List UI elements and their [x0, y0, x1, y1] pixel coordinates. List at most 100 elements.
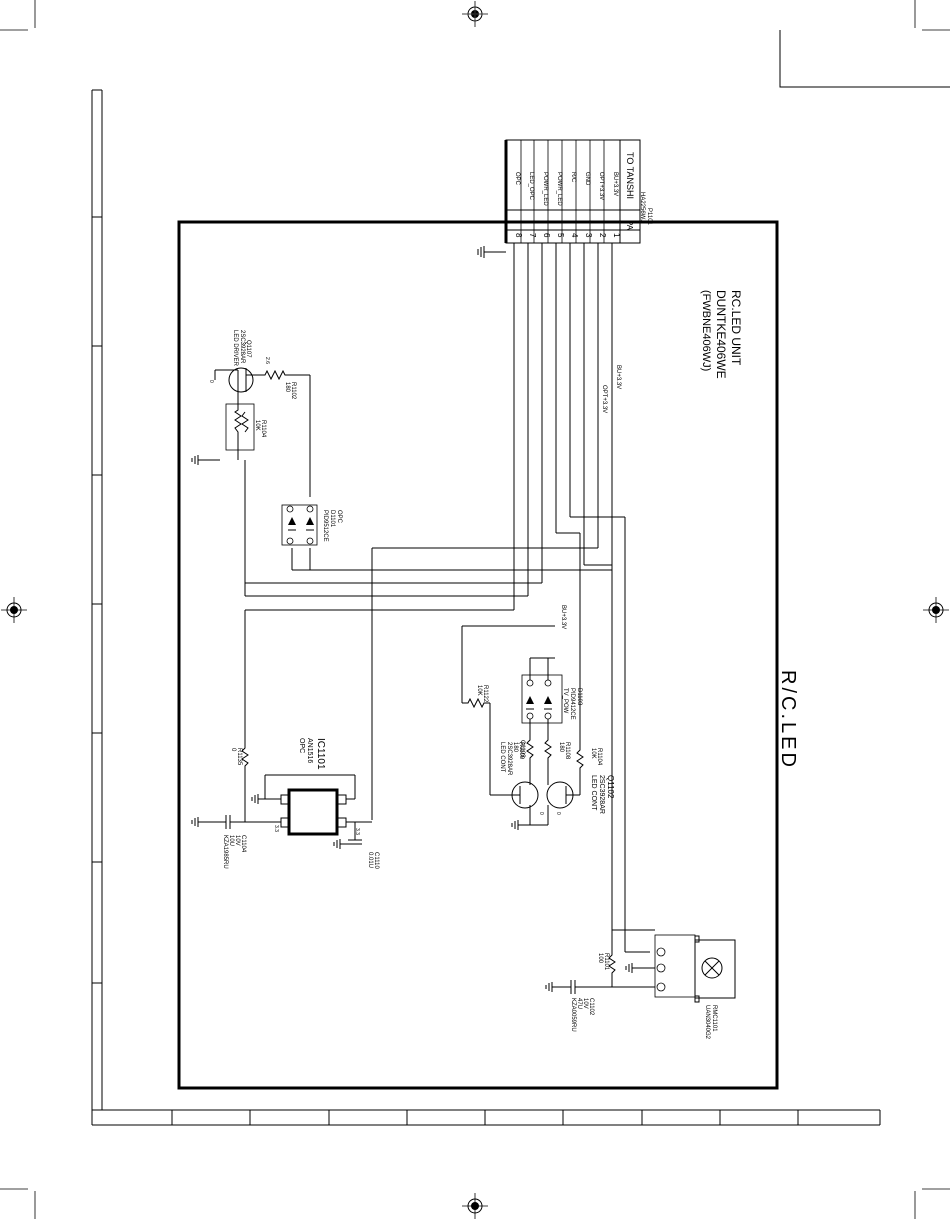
component-part: 2SC3928AR	[598, 775, 605, 814]
registration-target-icon	[1, 597, 27, 623]
pin-number: 7	[528, 233, 537, 238]
unit-board-outline	[177, 220, 779, 1090]
component-part: PID9412CE	[569, 688, 575, 720]
component-ref: R1135	[236, 748, 242, 766]
component-desc: TV_POW	[562, 688, 568, 714]
connector-ref: P1101	[646, 208, 652, 226]
component-ref: R1101	[603, 953, 609, 971]
connector-p1101: P1101 HA2256WJ TO TANSHI PA BU+3.3V OPT+…	[504, 139, 652, 244]
ir-receiver-rmc1101: RMC1101 UAN3040G2	[650, 929, 736, 1040]
pin-voltage: 0	[538, 812, 544, 815]
net-label-bu2: BU+3.3V	[560, 605, 566, 629]
component-ref: R1108	[564, 742, 570, 760]
resistor-r1135: R1135 0	[230, 745, 249, 822]
component-ref: Q1102	[606, 775, 615, 799]
pin-number: 1	[612, 233, 621, 238]
component-desc: LED CONT	[590, 775, 597, 811]
pin-signal: LED_OPC	[528, 172, 534, 201]
ground-icon	[511, 820, 530, 830]
pin-number: 5	[556, 233, 565, 238]
ic-ic1101: IC1101 AN1516 OPC	[245, 738, 372, 836]
page-title: R/C.LED	[777, 670, 799, 770]
pin-number: 4	[570, 233, 579, 238]
registration-target-icon	[923, 597, 949, 623]
pin-voltage: 2.6	[264, 357, 270, 364]
component-ref: R1109	[518, 742, 524, 760]
resistor-r1108: R1108 180	[544, 719, 570, 780]
connector-destination: TO TANSHI	[625, 152, 635, 199]
component-value: 100	[597, 953, 603, 964]
pin-number: 2	[598, 233, 607, 238]
component-value: 10K	[476, 685, 482, 696]
pin-voltage: 0	[555, 812, 561, 815]
net-label-bu: BU+3.3V	[615, 365, 621, 389]
pin-number: 3	[584, 233, 593, 238]
component-ref: R1122	[482, 685, 488, 703]
unit-name: RC.LED UNIT	[729, 290, 743, 366]
component-part: KZA0059RU	[570, 998, 576, 1032]
component-ref: IC1101	[315, 738, 326, 770]
component-ref: RMC1101	[711, 1005, 717, 1032]
pin-voltage: 3.3	[354, 828, 360, 835]
capacitor-c1110: C1110 0.01U	[340, 822, 379, 869]
pin-signal: POWR_LED	[542, 172, 548, 206]
ground-icon	[333, 839, 341, 849]
resistor-r1104: R1104 10K	[225, 400, 266, 460]
resistor-r1104b: R1104 10K	[576, 745, 602, 795]
pin-number: 8	[514, 233, 523, 238]
connector-pin-header: PA	[625, 220, 634, 231]
component-value: 180	[284, 382, 290, 393]
net-label-opt: OPT+3.3V	[601, 385, 607, 413]
component-value2: 10U	[228, 835, 234, 846]
component-desc: LED DRIVER	[232, 330, 238, 367]
pin-signal: POWR_LED	[556, 172, 562, 206]
component-ref: D1103	[576, 688, 582, 706]
component-value: 0.01U	[367, 852, 373, 868]
pin-signal: OPT+3.3V	[598, 172, 604, 200]
diode-d1103: D1103 PID9412CE TV_POW	[521, 657, 582, 724]
diode-d1101: OPC D1101 PID9512CE	[281, 504, 342, 546]
component-desc: OPC	[336, 510, 342, 524]
component-part: PID9512CE	[322, 510, 328, 542]
unit-part-number: DUNTKE406WE	[714, 290, 728, 379]
unit-title-block: RC.LED UNIT DUNTKE406WE (FWBNE406WJ)	[700, 290, 743, 379]
pin-signal: GND	[584, 172, 590, 186]
transistor-q1102: Q1102 2SC3928AR LED CONT	[546, 775, 615, 825]
connector-part: HA2256WJ	[639, 192, 645, 222]
component-value: 10V	[582, 998, 588, 1009]
ground-icon	[191, 455, 220, 465]
page-number-box	[779, 30, 950, 88]
component-ref: Q1103	[519, 740, 525, 758]
component-part: 2SC3928AR	[506, 742, 512, 776]
component-ref: D1101	[329, 510, 335, 528]
transistor-q1107: Q1107 2SC3928AR LED DRIVER	[214, 330, 258, 400]
pin-signal: BU+3.3V	[612, 172, 618, 196]
ground-icon	[251, 794, 265, 804]
ground-icon	[625, 963, 655, 973]
registration-target-icon	[462, 1193, 488, 1219]
component-ref: R1104	[260, 420, 266, 438]
ground-icon	[545, 982, 553, 992]
component-desc: OPC	[298, 738, 305, 753]
ground-icon	[477, 246, 506, 258]
component-value: 10K	[254, 420, 260, 431]
transistor-q1103: Q1103 2SC3928AR LED CONT	[490, 740, 539, 825]
component-value: 10V	[234, 835, 240, 846]
resistor-r1122: R1122 10K	[461, 625, 555, 795]
capacitor-c1102: C1102 10V 47U KZA0059RU	[552, 980, 612, 1032]
pin-voltage: 3.3	[273, 825, 279, 832]
resistor-r1102: R1102 180	[258, 369, 296, 400]
component-part: 2SC3928AR	[239, 330, 245, 364]
component-value: 180	[558, 742, 564, 753]
component-part: UAN3040G2	[704, 1005, 710, 1040]
wires	[244, 243, 650, 953]
component-ref: R1104	[596, 748, 602, 766]
pin-signal: R/C	[570, 172, 576, 183]
resistor-r1101: R1101 100	[597, 930, 655, 988]
component-value2: 47U	[576, 998, 582, 1009]
component-ref: Q1107	[245, 340, 251, 358]
pin-signal: OPC	[514, 172, 520, 186]
resistor-r1109: R1109 180	[512, 719, 534, 780]
ground-icon	[191, 817, 205, 827]
